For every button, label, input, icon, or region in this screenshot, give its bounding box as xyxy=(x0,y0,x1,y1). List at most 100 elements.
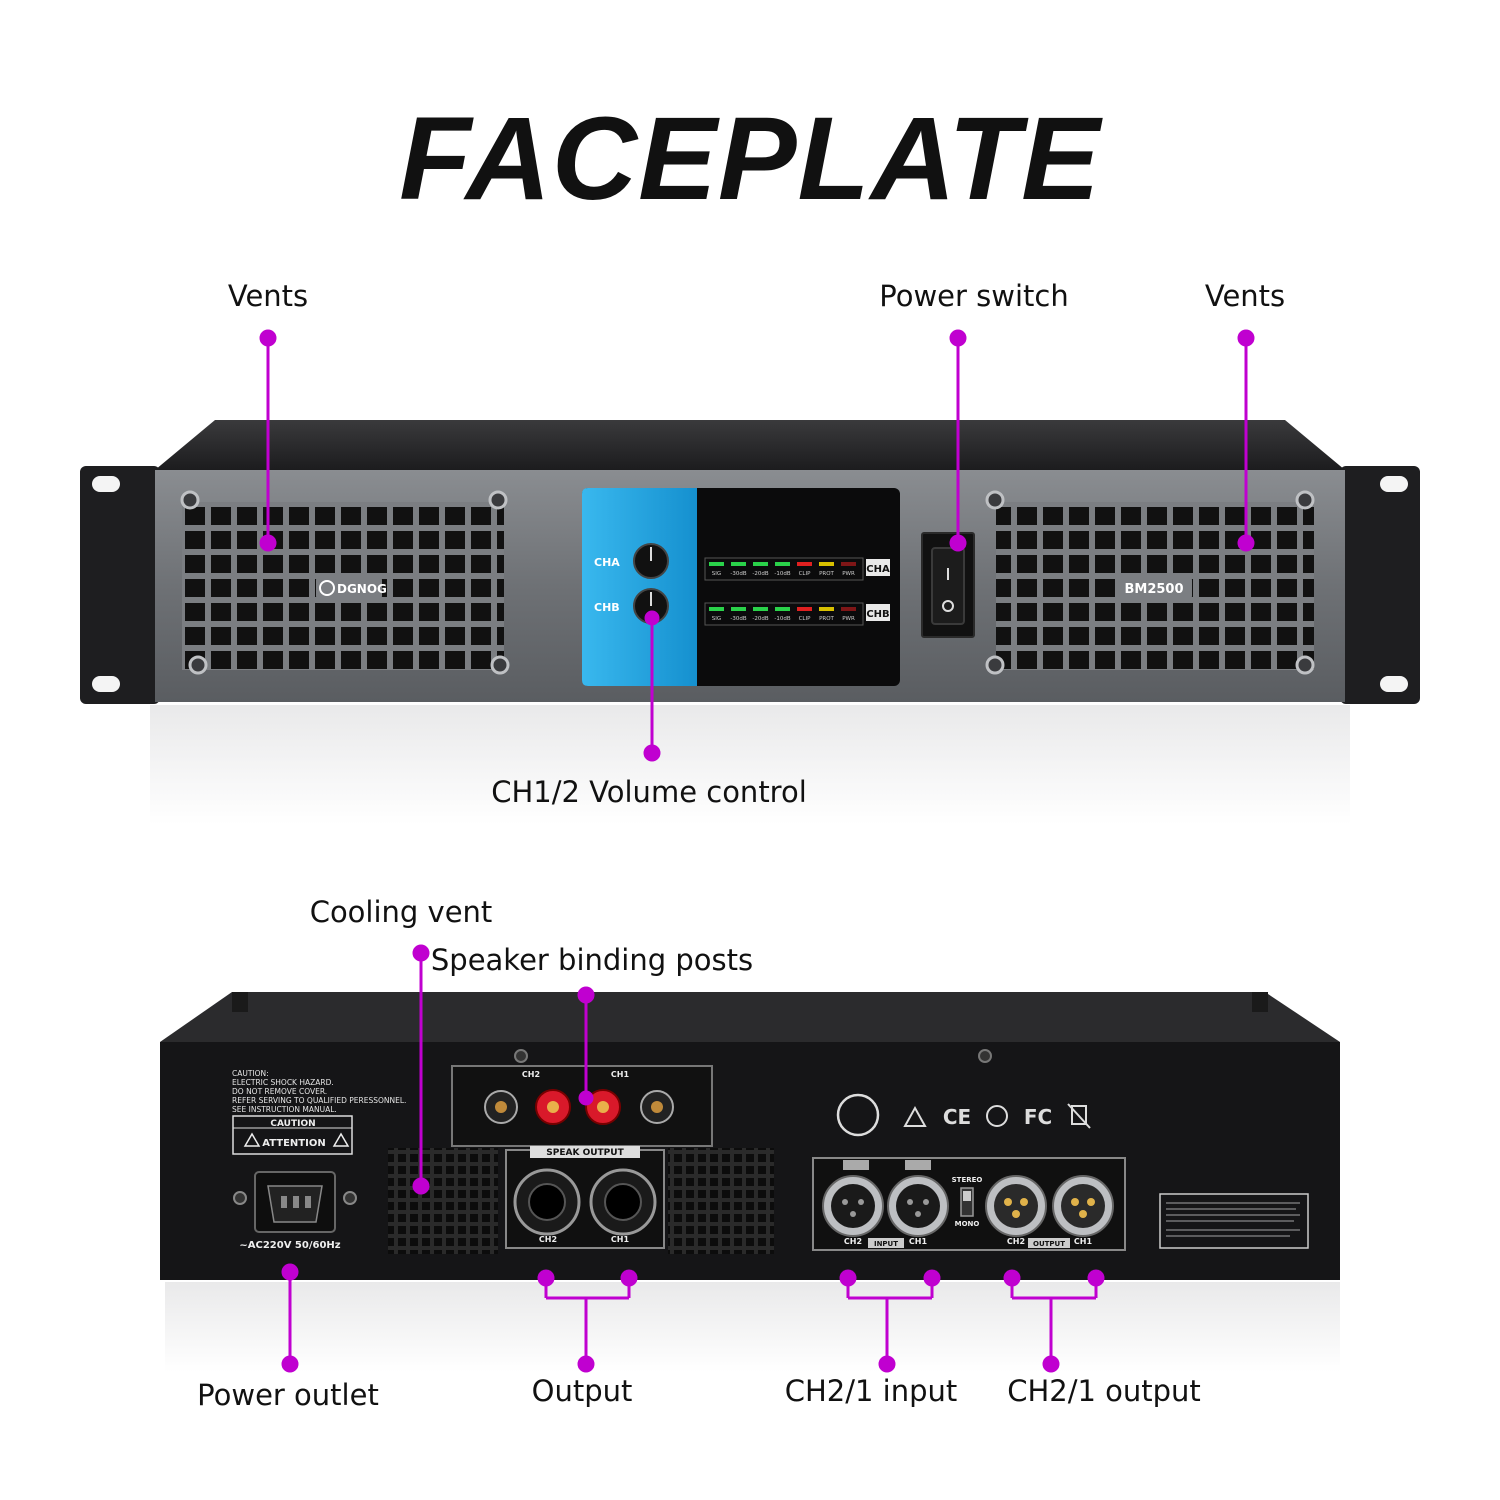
fc-mark: FC xyxy=(1024,1105,1052,1129)
led-b-0 xyxy=(709,607,724,611)
knob-a-label: CHA xyxy=(594,556,620,569)
caution-text-block: CAUTION: ELECTRIC SHOCK HAZARD. DO NOT R… xyxy=(232,1069,406,1114)
meter-label-a-6: PWR xyxy=(842,571,855,577)
meter-label-b-6: PWR xyxy=(842,616,855,622)
xlr-panel: STEREO MONO CH2 INPUT CH1 CH2 OUTPUT CH1 xyxy=(812,1157,1126,1251)
power-inlet[interactable] xyxy=(233,1171,357,1233)
caution-box-text: CAUTION xyxy=(270,1119,315,1129)
front-reflection xyxy=(150,705,1350,825)
led-a-2 xyxy=(753,562,768,566)
callout-output: Output xyxy=(531,1374,633,1408)
cha-tag xyxy=(866,559,890,576)
callout-power-outlet: Power outlet xyxy=(197,1378,379,1412)
callout-dot xyxy=(1237,534,1255,552)
rohs-mark-icon xyxy=(903,1105,927,1127)
weee-bin-icon xyxy=(1067,1103,1091,1129)
caution-line-4: REFER SERVING TO QUALIFIED PERESSONNEL. xyxy=(232,1096,406,1105)
led-a-5 xyxy=(819,562,834,566)
speakon-connector-ch2[interactable] xyxy=(513,1168,581,1236)
chb-tag-text: CHB xyxy=(866,609,889,620)
meter-label-a-5: PROT xyxy=(819,571,834,577)
etl-mark-icon xyxy=(836,1093,880,1137)
led-a-6 xyxy=(841,562,856,566)
xlr-output-ch2[interactable] xyxy=(985,1175,1047,1237)
callout-dot xyxy=(949,329,967,347)
callout-dot xyxy=(949,534,967,552)
caution-label: CAUTION ATTENTION xyxy=(232,1115,353,1155)
output-ch1-label: CH1 xyxy=(1074,1237,1093,1246)
callout-dot xyxy=(578,1090,594,1106)
callout-dot xyxy=(281,1263,299,1281)
callout-dot xyxy=(1237,329,1255,347)
led-a-3 xyxy=(775,562,790,566)
cooling-fan-left xyxy=(388,1148,498,1254)
volume-knob-a[interactable] xyxy=(633,543,669,579)
callout-volume-control: CH1/2 Volume control xyxy=(491,775,807,809)
xlr-input-ch1[interactable] xyxy=(887,1175,949,1237)
rear-amplifier: CAUTION: ELECTRIC SHOCK HAZARD. DO NOT R… xyxy=(160,992,1340,1372)
cha-tag-text: CHA xyxy=(866,564,890,575)
front-screws xyxy=(180,490,1315,675)
meter-label-b-1: -30dB xyxy=(730,616,746,622)
rear-chassis-top xyxy=(160,992,1340,1042)
front-chassis-top xyxy=(155,420,1345,470)
meter-frame-b xyxy=(704,602,864,626)
meter-label-a-3: -10dB xyxy=(774,571,790,577)
attention-box-text: ATTENTION xyxy=(262,1138,325,1149)
fcc-notice-box xyxy=(1159,1193,1309,1249)
cooling-fan-right xyxy=(668,1148,774,1254)
caution-line-1: CAUTION: xyxy=(232,1069,269,1078)
led-b-1 xyxy=(731,607,746,611)
binding-post-red-ch2[interactable] xyxy=(535,1089,571,1125)
meter-label-a-4: CLIP xyxy=(799,571,812,577)
warning-triangle-icon xyxy=(243,1132,261,1147)
caution-line-3: DO NOT REMOVE COVER. xyxy=(232,1087,327,1096)
led-a-0 xyxy=(709,562,724,566)
callout-ch-input: CH2/1 input xyxy=(784,1374,958,1408)
callout-dot xyxy=(259,534,277,552)
warning-triangle-icon xyxy=(332,1132,350,1147)
csa-mark-icon xyxy=(986,1105,1008,1127)
model-badge xyxy=(1116,577,1192,599)
binding-post-red-ch1[interactable] xyxy=(585,1089,621,1125)
led-a-1 xyxy=(731,562,746,566)
speakon-ch2-label: CH2 xyxy=(539,1235,557,1244)
stereo-label: STEREO xyxy=(952,1176,983,1184)
stereo-mono-switch[interactable] xyxy=(960,1187,974,1217)
callout-dot xyxy=(412,944,430,962)
meter-label-a-1: -30dB xyxy=(730,571,746,577)
led-b-6 xyxy=(841,607,856,611)
xlr-input-ch2[interactable] xyxy=(822,1175,884,1237)
callout-dot xyxy=(644,610,660,626)
binding-post-black-ch1[interactable] xyxy=(640,1090,674,1124)
meter-label-b-2: -20dB xyxy=(752,616,768,622)
mono-label: MONO xyxy=(955,1220,980,1228)
post-ch1-label: CH1 xyxy=(611,1070,630,1079)
knob-b-label: CHB xyxy=(594,601,620,614)
chb-tag xyxy=(866,604,890,621)
speakon-output-panel: SPEAK OUTPUT CH2 CH1 xyxy=(505,1146,665,1249)
meter-label-b-0: SIG xyxy=(712,616,721,622)
callout-dot xyxy=(259,329,277,347)
input-ch1-label: CH1 xyxy=(909,1237,928,1246)
model-text: BM2500 xyxy=(1124,582,1183,597)
speakon-connector-ch1[interactable] xyxy=(589,1168,657,1236)
page-title: FACEPLATE xyxy=(399,93,1101,225)
caution-line-5: SEE INSTRUCTION MANUAL. xyxy=(232,1105,337,1114)
brand-text: DGNOG xyxy=(337,582,387,596)
xlr-output-ch1[interactable] xyxy=(1052,1175,1114,1237)
callout-speaker-posts: Speaker binding posts xyxy=(430,943,754,977)
binding-post-black-ch2[interactable] xyxy=(484,1090,518,1124)
callout-dot xyxy=(281,1355,299,1373)
callout-lines xyxy=(259,329,1255,1373)
meter-label-a-0: SIG xyxy=(712,571,721,577)
led-b-5 xyxy=(819,607,834,611)
led-a-4 xyxy=(797,562,812,566)
callout-ch-output: CH2/1 output xyxy=(1007,1374,1201,1408)
front-amplifier: DGNOG BM2500 CHA CHB xyxy=(80,420,1420,825)
rack-ear-right xyxy=(1340,466,1420,704)
callout-cooling-vent: Cooling vent xyxy=(309,895,493,929)
power-switch[interactable] xyxy=(921,532,975,638)
